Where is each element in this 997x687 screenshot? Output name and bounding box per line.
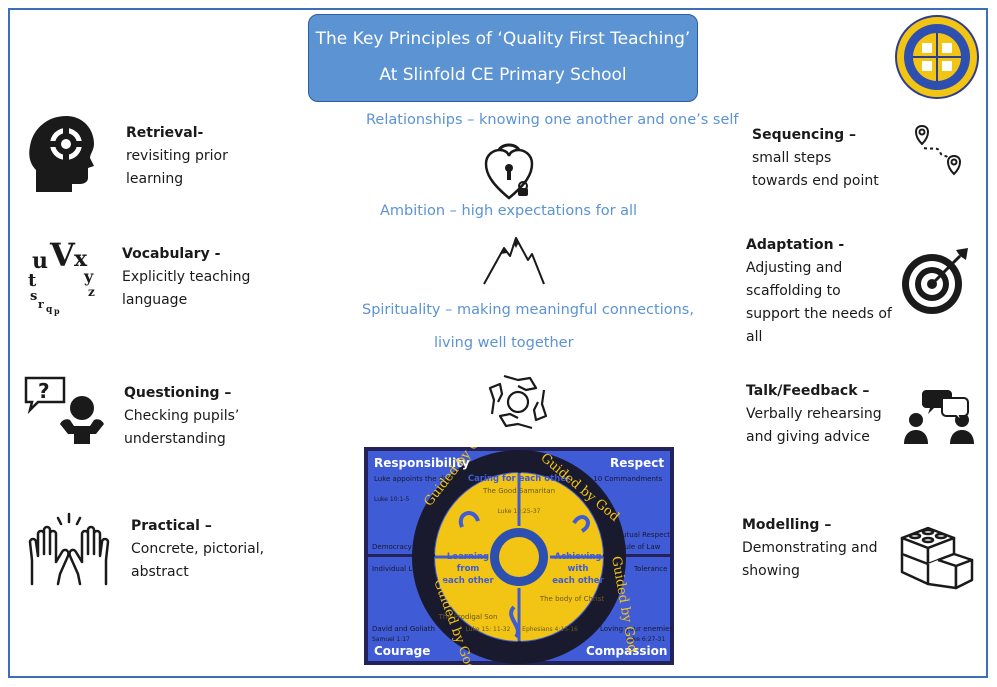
value-courage-ref: Samuel 1:17 [372,636,410,643]
route-pins-icon [915,124,961,176]
svg-text:p: p [54,306,60,316]
talk-feedback-heading: Talk/Feedback – [746,383,870,399]
adaptation-heading: Adaptation - [746,237,845,253]
value-individual-liberty: Individual Liberty [372,565,433,573]
svg-text:z: z [88,285,95,299]
talk-feedback-line-2: and giving advice [746,429,870,445]
questioning-item: Questioning – Checking pupils’ understan… [124,382,239,451]
svg-text:q: q [46,305,53,315]
mountains-icon [483,237,545,285]
retrieval-heading: Retrieval- [126,125,204,141]
sequencing-item: Sequencing – small steps towards end poi… [752,124,879,193]
svg-text:u: u [32,248,48,274]
value-tolerance: Tolerance [633,565,667,573]
value-rule-of-law: Rule of Law [620,543,661,551]
value-learning-3: each other [442,576,494,586]
practical-item: Practical – Concrete, pictorial, abstrac… [131,515,264,584]
questioning-line-1: Checking pupils’ [124,408,240,424]
vocabulary-item: Vocabulary - Explicitly teaching languag… [122,243,250,312]
letters-icon: u V x y z t s r q p [28,236,95,316]
talk-feedback-item: Talk/Feedback – Verbally rehearsing and … [746,380,882,449]
value-learning-story: The Prodigal Son [438,613,498,621]
value-mutual-respect: Mutual Respect [616,531,670,539]
heart-lock-icon [484,143,534,200]
questioning-line-2: understanding [124,431,226,447]
value-achieving-ref: Ephesians 4:15-16 [522,626,578,633]
relationships-principle: Relationships – knowing one another and … [366,112,739,128]
value-achieving-2: with [568,564,589,574]
value-compassion-story: Loving your enemies [600,625,673,633]
adaptation-line-1: Adjusting and [746,260,843,276]
sequencing-line-1: small steps [752,150,832,166]
retrieval-line-2: learning [126,171,184,187]
vocabulary-line-2: language [122,292,188,308]
value-learning-ref: Luke 15: 11-32 [466,626,511,633]
page-frame [8,8,988,678]
value-caring-ref: Luke 10:25-37 [498,508,541,515]
adaptation-item: Adaptation - Adjusting and scaffolding t… [746,234,892,349]
value-compassion: Compassion [586,644,667,658]
value-respect-story: The 10 Commandments [577,475,663,483]
value-respect: Respect [610,456,664,470]
raised-hands-icon [28,512,110,586]
adaptation-line-4: all [746,329,763,345]
value-compassion-ref: Luke 6:27-31 [626,636,665,643]
spirituality-principle-line-1: Spirituality – making meaningful connect… [362,302,694,318]
head-gear-icon [29,116,94,192]
value-achieving-3: each other [552,576,604,586]
adaptation-line-2: scaffolding to [746,283,841,299]
question-person-icon: ? [24,376,104,444]
vocabulary-line-1: Explicitly teaching [122,269,251,285]
page-title: The Key Principles of ‘Quality First Tea… [308,14,698,102]
questioning-heading: Questioning – [124,385,232,401]
joined-hands-icon [488,374,548,430]
value-achieving-1: Achieving [555,552,602,562]
value-courage-story: David and Goliath [372,625,435,633]
value-achieving-story: The body of Christ [539,595,605,603]
vocabulary-heading: Vocabulary - [122,246,221,262]
practical-line-2: abstract [131,564,189,580]
modelling-heading: Modelling – [742,517,832,533]
building-blocks-icon [900,526,974,590]
svg-text:y: y [83,267,94,286]
value-responsibility-ref: Luke 10:1-5 [374,496,410,503]
value-courage-label: Courage [374,644,430,658]
school-values-diagram: Responsibility Luke appoints the discipl… [364,447,674,665]
ambition-principle: Ambition – high expectations for all [380,203,638,219]
value-democracy: Democracy [372,543,412,551]
modelling-line-1: Demonstrating and [742,540,878,556]
svg-text:x: x [74,246,88,272]
modelling-line-2: showing [742,563,800,579]
value-learning-2: from [457,564,480,574]
value-responsibility: Responsibility [374,456,470,470]
sequencing-heading: Sequencing – [752,127,856,143]
modelling-item: Modelling – Demonstrating and showing [742,514,878,583]
svg-text:V: V [49,236,76,274]
retrieval-item: Retrieval- revisiting prior learning [126,122,228,191]
value-caring-story: The Good Samaritan [482,487,555,495]
svg-text:r: r [38,298,44,311]
talk-feedback-line-1: Verbally rehearsing [746,406,882,422]
title-line-1: The Key Principles of ‘Quality First Tea… [315,29,691,49]
svg-text:?: ? [38,379,50,403]
people-talking-icon [904,390,974,444]
target-icon [902,248,968,314]
spirituality-principle-line-2: living well together [434,335,574,351]
svg-text:s: s [30,289,37,304]
value-caring: Caring for each other [468,474,571,484]
svg-text:t: t [28,270,37,291]
sequencing-line-2: towards end point [752,173,879,189]
school-logo-icon [895,15,979,99]
value-learning-1: Learning [447,552,489,562]
title-line-2: At Slinfold CE Primary School [379,65,627,85]
practical-heading: Practical – [131,518,212,534]
value-responsibility-story: Luke appoints the disciples [374,475,469,483]
adaptation-line-3: support the needs of [746,306,892,322]
practical-line-1: Concrete, pictorial, [131,541,265,557]
retrieval-line-1: revisiting prior [126,148,228,164]
